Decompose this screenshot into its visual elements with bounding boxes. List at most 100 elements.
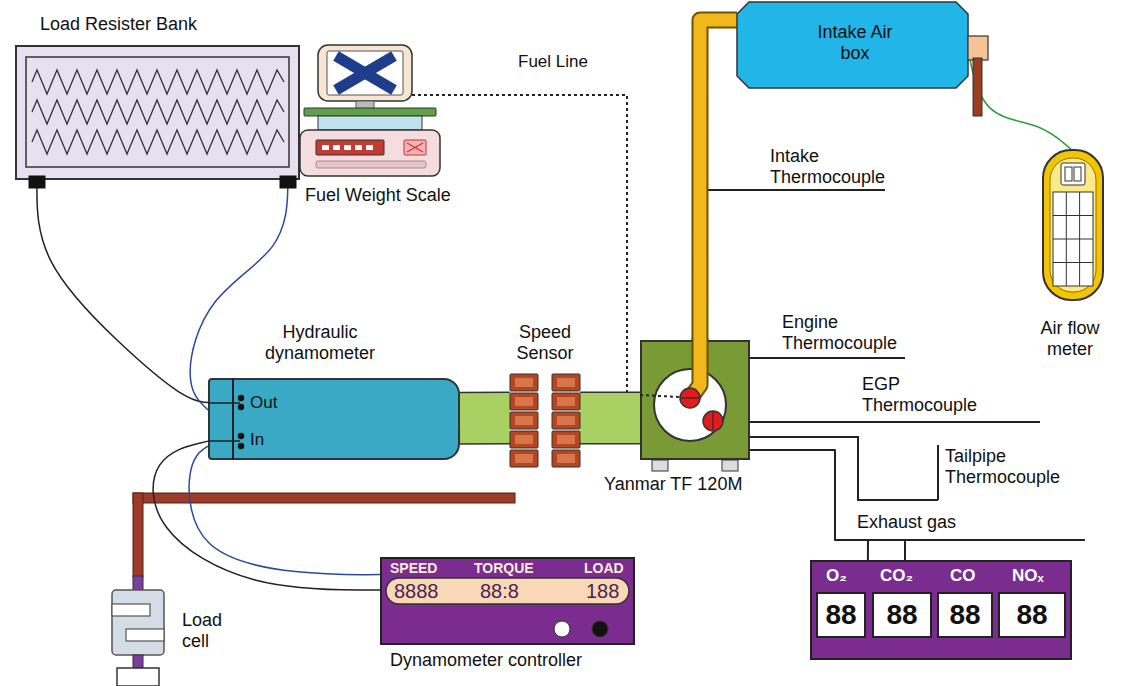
sensor-block — [552, 450, 580, 467]
gas-analyzer-label: O₂ — [826, 566, 847, 586]
dynamometer-controller-label: TORQUE — [474, 560, 534, 576]
scale-keypad — [316, 161, 426, 168]
button — [592, 621, 608, 637]
meter-display — [1061, 163, 1085, 185]
flow-sensor-head — [968, 36, 988, 60]
air-box-body — [737, 2, 968, 88]
display-digit — [333, 145, 340, 150]
load-cell-slot — [112, 604, 150, 616]
connector-label: Fuel Line — [518, 52, 608, 72]
flow-sensor-rod — [973, 58, 982, 116]
display-digit — [1074, 167, 1081, 181]
signal-wire — [968, 50, 1072, 150]
meter-keypad — [1053, 192, 1093, 286]
air-flow-meter: Air flow meter — [1043, 150, 1103, 300]
intake-pipe-group — [700, 20, 737, 340]
sensor-face — [557, 378, 575, 387]
drive-shaft — [460, 393, 510, 443]
load-cell-rod — [133, 655, 143, 668]
keypad-line — [1053, 262, 1093, 263]
dynamometer-controller-label: Dynamometer controller — [390, 650, 582, 671]
sensor-block — [510, 393, 538, 410]
fuel-scale-label: Fuel Weight Scale — [305, 185, 451, 206]
air-flow-meter-art — [1043, 150, 1103, 300]
screen-cross — [336, 56, 394, 90]
sensor-face — [557, 435, 575, 444]
wire-group — [189, 446, 380, 575]
dynamometer-controller-label: 88:8 — [480, 580, 519, 603]
speed-sensor: Speed Sensor — [510, 373, 580, 470]
display-digit — [1065, 167, 1072, 181]
sensor-face — [557, 416, 575, 425]
hydraulic-dynamometer-label: Hydraulic dynamometer — [255, 322, 385, 363]
sensor-block — [552, 431, 580, 448]
fuel-line — [640, 395, 680, 397]
leader-line — [750, 437, 938, 500]
sensor-face — [515, 397, 533, 406]
exhaust-pipe — [868, 539, 1085, 541]
screen-cross — [336, 56, 394, 90]
sensor-block — [510, 374, 538, 391]
thermocouple-label: Intake Thermocouple — [770, 146, 895, 187]
dynamometer-controller-label: 188 — [586, 580, 619, 603]
hydraulic-dynamometer-label: In — [250, 430, 264, 450]
sensor-block — [552, 412, 580, 429]
gas-analyzer-label: NOₓ — [1012, 566, 1044, 586]
sensor-block — [552, 393, 580, 410]
resistor-bank-label: Load Resister Bank — [40, 14, 197, 35]
intake-pipe — [700, 20, 737, 340]
wire-group — [153, 441, 380, 590]
key-cross — [407, 143, 423, 152]
air-flow-meter-label: Air flow meter — [1025, 318, 1115, 359]
scale-display — [316, 140, 384, 155]
exhaust-pipe-group — [750, 450, 868, 560]
wire — [190, 180, 288, 410]
meter-body — [1043, 150, 1103, 300]
sensor-face — [557, 397, 575, 406]
sensor-face — [515, 378, 533, 387]
engine: Yanmar TF 120M — [640, 340, 750, 460]
engine-label: Yanmar TF 120M — [604, 474, 742, 495]
wire — [189, 446, 380, 575]
intake-air-box-label: Intake Air box — [815, 22, 895, 63]
thermocouple-label: EGP Thermocouple — [862, 374, 987, 415]
keypad-line — [1053, 215, 1093, 216]
sensor-face — [515, 454, 533, 463]
hydraulic-dynamometer-label: Out — [250, 393, 277, 413]
terminal-dot — [238, 433, 244, 439]
load-cell-slot — [126, 629, 164, 641]
intake-air-box: Intake Air box — [737, 2, 968, 88]
intake-pipe-rim — [700, 20, 737, 340]
fuel-line-group — [412, 95, 640, 395]
dynamometer-controller: SPEEDTORQUELOAD888888:8188Dynamometer co… — [380, 557, 635, 645]
resistor-zigzag — [32, 130, 284, 154]
gas-analyzer-label: CO — [950, 566, 976, 586]
resistor-foot — [280, 176, 296, 188]
load-cell-art — [112, 590, 164, 655]
drive-shaft-rim — [460, 392, 510, 445]
terminal-dot — [238, 443, 244, 449]
port-mark — [712, 412, 714, 430]
load-cell-body — [112, 590, 164, 655]
port-mark — [681, 397, 699, 399]
display-panel — [386, 578, 629, 604]
scale-key — [404, 140, 426, 155]
intake-pipe — [692, 338, 700, 396]
sensor-block — [552, 374, 580, 391]
engine-art — [642, 342, 752, 462]
hydraulic-dynamometer: Hydraulic dynamometerOutIn — [208, 378, 460, 460]
resistor-foot — [29, 176, 45, 188]
signal-wire-group — [968, 50, 1072, 150]
load-cell-base — [117, 668, 159, 686]
button — [554, 621, 570, 637]
leader-line — [707, 189, 885, 191]
torque-arm-post — [133, 493, 143, 577]
intake-port — [680, 388, 700, 408]
monitor-screen — [327, 51, 403, 95]
dynamometer-band — [232, 378, 234, 460]
dynamometer-controller-label: LOAD — [584, 560, 624, 576]
resistor-zigzag — [32, 100, 284, 124]
intake-pipe-rim — [692, 338, 700, 396]
terminal-lead — [208, 403, 240, 441]
thermocouple-label: Tailpipe Thermocouple — [945, 446, 1070, 487]
